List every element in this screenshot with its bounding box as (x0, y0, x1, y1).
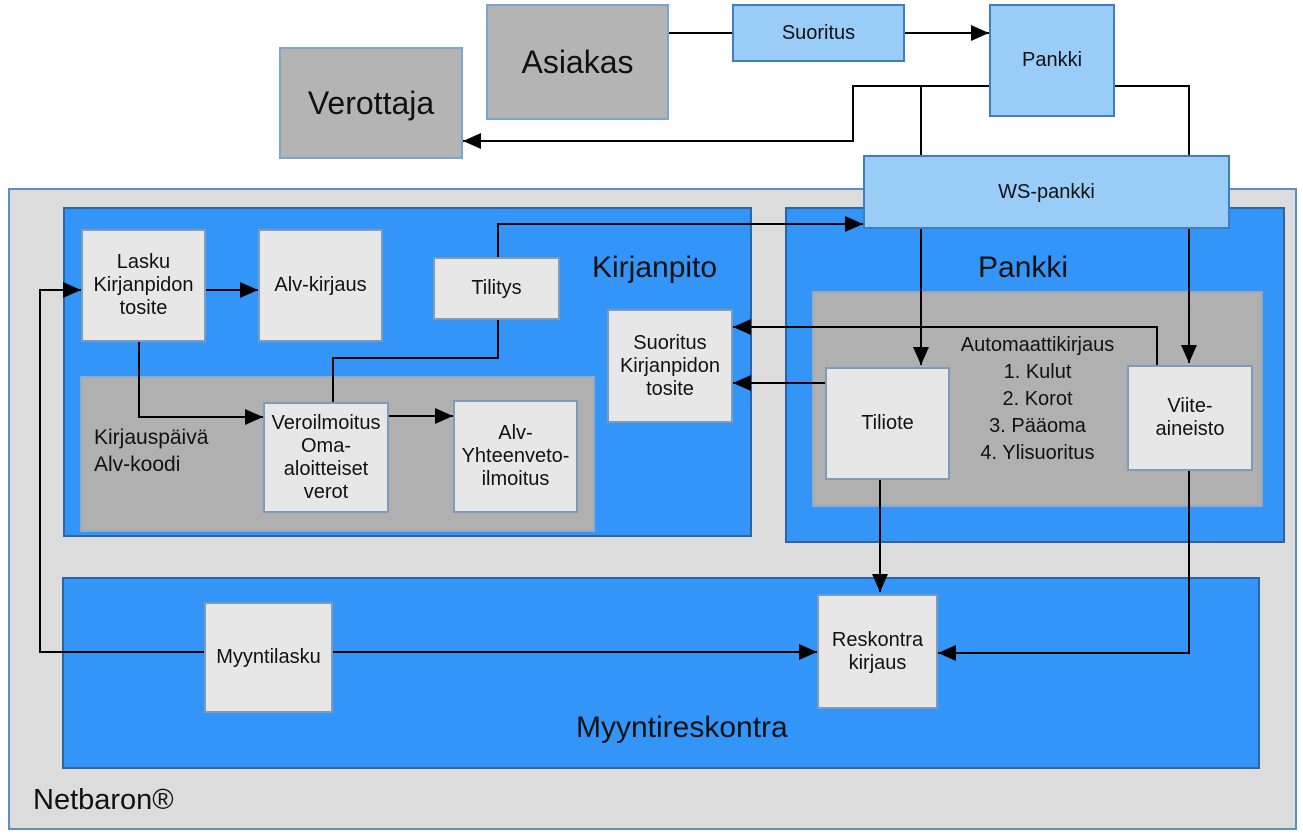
netbaron-label: Netbaron® (33, 784, 174, 816)
kirjauspaiva-alv-koodi-text: Kirjauspäivä Alv-koodi (94, 426, 209, 476)
asiakas-node: Asiakas (486, 4, 669, 120)
automaattikirjaus-item: 3. Pääoma (989, 415, 1086, 437)
alv-kirjaus-node: Alv-kirjaus (258, 229, 383, 342)
automaattikirjaus-title: Automaattikirjaus (960, 334, 1115, 356)
verottaja-node: Verottaja (279, 47, 463, 159)
edge-viite-suoritustosite (733, 319, 1158, 365)
edge-lasku-veroilmoitus (138, 342, 263, 425)
edge-pankki-viite (1115, 85, 1197, 363)
tiliote-node: Tiliote (825, 367, 950, 480)
alv-yhteenveto-node: Alv- Yhteenveto- ilmoitus (453, 400, 578, 513)
edge-myyntilasku-lasku-feedback (39, 282, 204, 653)
veroilmoitus-node: Veroilmoitus Oma-aloitteiset verot (263, 402, 389, 513)
automaattikirjaus-item: 2. Korot (1002, 388, 1073, 410)
myyntireskontra-title: Myyntireskontra (576, 711, 788, 744)
automaattikirjaus-item: 4. Ylisuoritus (980, 442, 1095, 464)
automaattikirjaus-text: Automaattikirjaus 1. Kulut 2. Korot 3. P… (812, 332, 1263, 467)
suoritus-node: Suoritus (732, 4, 905, 62)
automaattikirjaus-item: 1. Kulut (1003, 361, 1072, 383)
viite-aineisto-node: Viite- aineisto (1127, 365, 1253, 471)
edge-viite-reskontra (938, 471, 1190, 661)
myyntilasku-node: Myyntilasku (204, 602, 333, 713)
kirjanpito-title: Kirjanpito (592, 251, 718, 284)
lasku-tosite-node: Lasku Kirjanpidon tosite (81, 229, 206, 342)
suoritus-tosite-node: Suoritus Kirjanpidon tosite (607, 309, 733, 423)
tilitys-node: Tilitys (433, 257, 560, 320)
ws-pankki-node: WS-pankki (863, 155, 1230, 229)
pankki-section-title: Pankki (978, 251, 1069, 284)
edge-tilitys-veroilmoitus (332, 320, 499, 402)
pankki-node: Pankki (989, 4, 1115, 117)
reskontra-kirjaus-node: Reskontra kirjaus (817, 594, 938, 709)
edge-tilitys-wspankki (497, 216, 863, 257)
